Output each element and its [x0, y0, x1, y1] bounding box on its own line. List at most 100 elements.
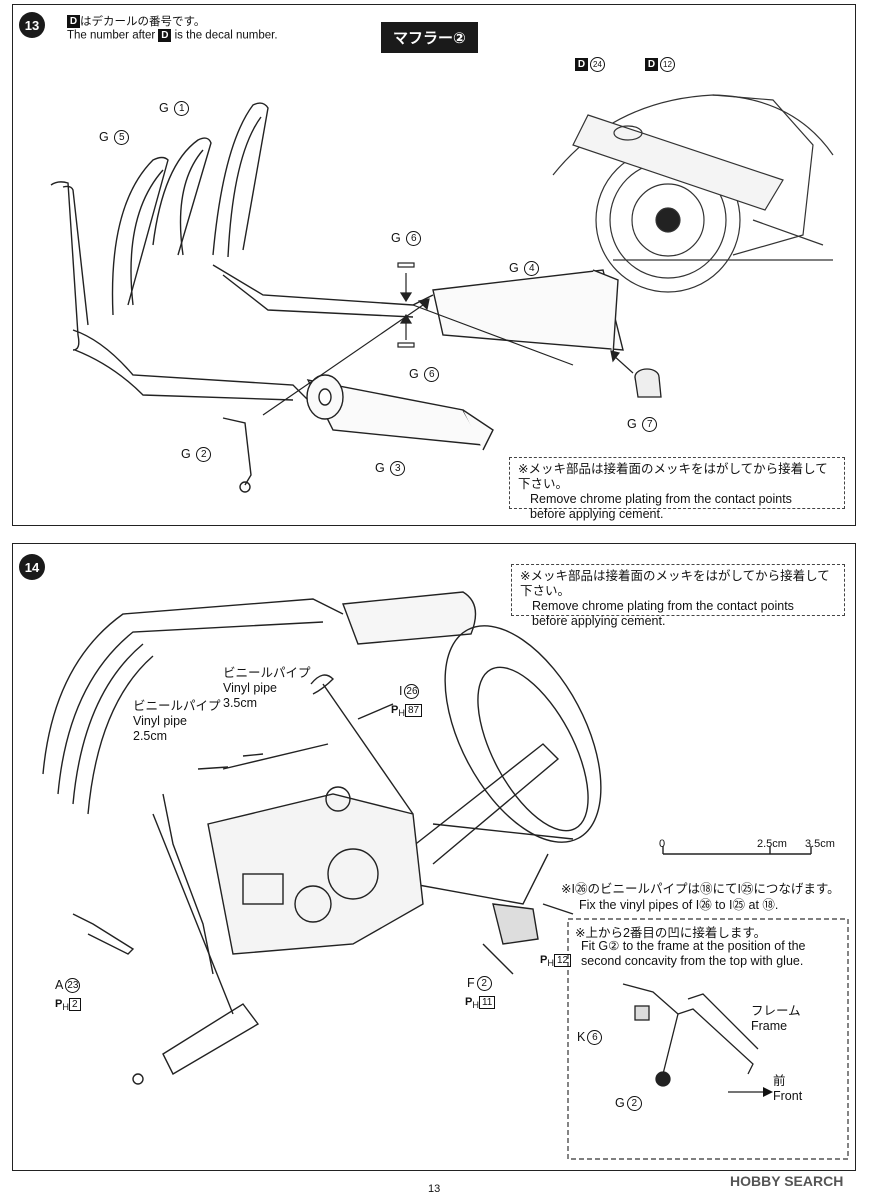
- frame-label: フレーム Frame: [751, 1004, 801, 1034]
- vinyl-pipe-jp: ビニールパイプ: [223, 666, 311, 680]
- vinyl-pipe-25-label: ビニールパイプ Vinyl pipe 2.5cm: [133, 699, 221, 744]
- step-14-panel: 14 ※メッキ部品は接着面のメッキをはがしてから接着して下さい。 Remove …: [12, 543, 856, 1171]
- label-part-letter: G: [391, 231, 401, 245]
- decal-marker: D: [645, 58, 658, 72]
- chrome-note: ※メッキ部品は接着面のメッキをはがしてから接着して下さい。 Remove chr…: [509, 457, 845, 521]
- ruler-2-5: 2.5cm: [757, 838, 787, 850]
- vinyl-pipe-35-label: ビニールパイプ Vinyl pipe 3.5cm: [223, 666, 311, 711]
- label-g2: G 2: [181, 447, 212, 463]
- label-part-number: 6: [406, 231, 422, 247]
- vinyl-pipe-en: Vinyl pipe: [223, 681, 277, 695]
- chrome-note-en-1: Remove chrome plating from the contact p…: [532, 599, 794, 613]
- vinyl-pipe-jp: ビニールパイプ: [133, 699, 221, 713]
- label-part-letter: G: [159, 101, 169, 115]
- ph-number: 87: [404, 704, 423, 717]
- ph-number: 11: [478, 996, 496, 1009]
- label-part-letter: G: [409, 367, 419, 381]
- label-part-number: 26: [404, 684, 420, 700]
- ph-sub: H: [547, 958, 554, 969]
- decal-marker: D: [67, 15, 80, 29]
- step-13-number: 13: [19, 12, 45, 38]
- step-number-text: 13: [24, 17, 40, 33]
- label-part-letter: G: [181, 447, 191, 461]
- ph-sub: H: [398, 708, 405, 719]
- label-part-number: 12: [660, 57, 675, 73]
- ph-sub: H: [472, 1000, 479, 1011]
- chrome-note: ※メッキ部品は接着面のメッキをはがしてから接着して下さい。 Remove chr…: [511, 564, 845, 628]
- vinyl-pipe-length: 3.5cm: [223, 696, 258, 710]
- step-number-text: 14: [24, 559, 40, 575]
- page-number: 13: [428, 1183, 441, 1195]
- label-part-letter: G: [615, 1096, 625, 1110]
- label-g6-top: G 6: [391, 231, 422, 247]
- label-part-number: 4: [524, 261, 540, 277]
- watermark: HOBBY SEARCH: [730, 1173, 844, 1189]
- ruler-0: 0: [659, 838, 666, 850]
- front-label-en: Front: [773, 1089, 803, 1103]
- label-g7: G 7: [627, 417, 658, 433]
- pipe-note-jp: ※I㉖のビニールパイプは⑱にてI㉕につなげます。: [561, 882, 840, 896]
- label-part-number: 2: [476, 976, 492, 992]
- step-14-number: 14: [19, 554, 45, 580]
- label-part-letter: G: [375, 461, 385, 475]
- label-part-number: 2: [196, 447, 212, 463]
- label-part-number: 6: [424, 367, 440, 383]
- label-part-number: 24: [590, 57, 605, 73]
- label-part-number: 1: [174, 101, 190, 117]
- step-14-illustration: [42, 591, 849, 1160]
- label-g4: G 4: [509, 261, 540, 277]
- ph-number: 2: [68, 998, 81, 1011]
- ph-prefix: P: [540, 954, 548, 966]
- decal-marker: D: [158, 29, 172, 42]
- label-part-number: 23: [65, 978, 81, 994]
- front-label: 前 Front: [773, 1074, 802, 1104]
- ph-prefix: P: [391, 704, 399, 716]
- label-part-letter: G: [627, 417, 637, 431]
- decal-note-en: The number after D is the decal number.: [67, 29, 278, 42]
- chrome-note-jp: ※メッキ部品は接着面のメッキをはがしてから接着して下さい。: [520, 569, 830, 598]
- chrome-note-en-1: Remove chrome plating from the contact p…: [530, 492, 792, 506]
- decal-marker: D: [575, 58, 588, 72]
- frame-label-jp: フレーム: [751, 1004, 801, 1018]
- decal-note-en-before: The number after: [67, 29, 156, 42]
- chrome-note-en-2: before applying cement.: [532, 614, 666, 628]
- front-label-jp: 前: [773, 1074, 786, 1088]
- label-part-number: 7: [642, 417, 658, 433]
- section-title: マフラー②: [381, 22, 478, 53]
- pipe-note-en: Fix the vinyl pipes of I㉖ to I㉕ at ⑱.: [579, 898, 779, 912]
- label-g1: G 1: [159, 101, 190, 117]
- label-part-letter: F: [467, 976, 475, 990]
- ph-number: 12: [553, 954, 572, 967]
- inset-note-en-1: Fit G② to the frame at the position of t…: [581, 939, 806, 953]
- ph-prefix: P: [55, 998, 63, 1010]
- label-g5: G 5: [99, 130, 130, 146]
- decal-note-jp-text: はデカールの番号です。: [80, 16, 206, 28]
- label-part-number: 6: [587, 1030, 603, 1046]
- ruler-3-5: 3.5cm: [805, 838, 835, 850]
- decal-note-en-after: is the decal number.: [174, 29, 278, 42]
- label-part-letter: A: [55, 978, 64, 992]
- label-part-letter: I: [399, 684, 403, 698]
- label-part-letter: G: [99, 130, 109, 144]
- chrome-note-en-2: before applying cement.: [530, 507, 664, 521]
- label-g6-bottom: G 6: [409, 367, 440, 383]
- frame-label-en: Frame: [751, 1019, 788, 1033]
- vinyl-pipe-en: Vinyl pipe: [133, 714, 187, 728]
- inset-note-jp: ※上から2番目の凹に接着します。: [575, 926, 767, 940]
- label-part-letter: G: [509, 261, 519, 275]
- label-part-number: 2: [626, 1096, 642, 1112]
- ph-prefix: P: [465, 996, 473, 1008]
